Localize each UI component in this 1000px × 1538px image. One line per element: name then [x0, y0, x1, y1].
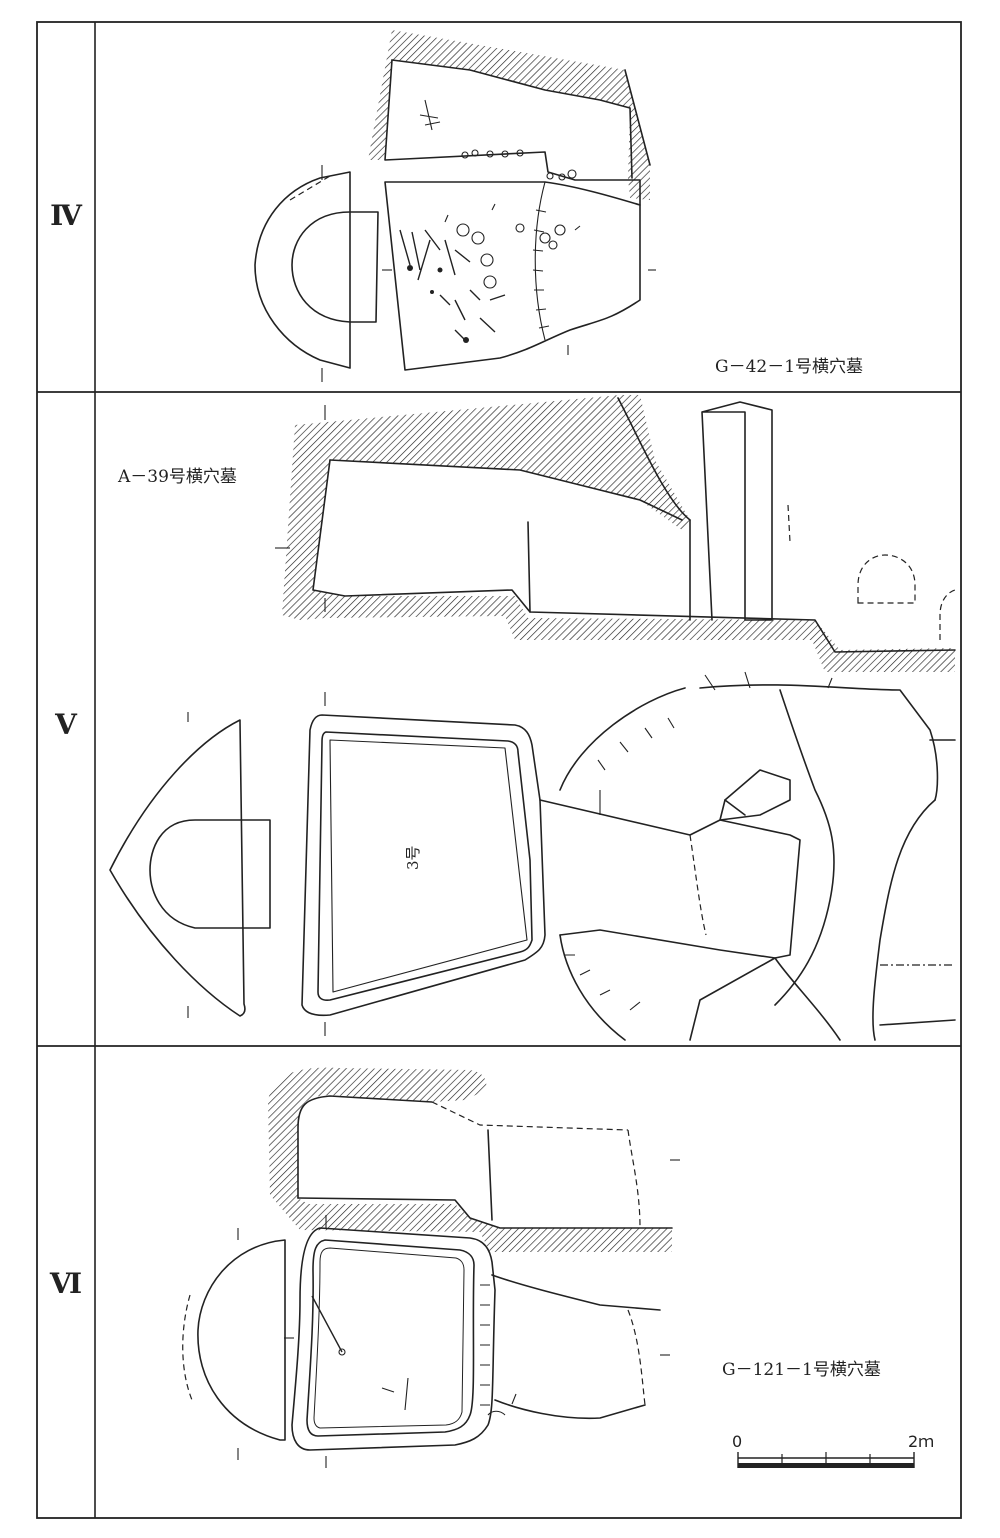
- scale-bar: 0 2ｍ: [732, 1432, 934, 1468]
- section-drawing-iv: [368, 30, 651, 206]
- plate-frame: [36, 21, 962, 1519]
- tomb-label-v: A－39号横穴墓: [117, 467, 237, 487]
- elevation-drawing-vi: [182, 1228, 286, 1460]
- panel-numeral-v: Ⅴ: [54, 708, 78, 741]
- tomb-plan-iv: G－42－1号横穴墓: [254, 30, 863, 382]
- section-drawing-v: [275, 395, 956, 672]
- tomb-label-vi: G－121－1号横穴墓: [722, 1360, 881, 1380]
- finds-cluster: [461, 149, 577, 181]
- panel-numeral-vi: Ⅵ: [49, 1267, 82, 1300]
- chamber-label-v: 3号: [404, 845, 422, 870]
- scale-label-start: 0: [732, 1432, 742, 1451]
- tomb-label-iv: G－42－1号横穴墓: [715, 357, 863, 377]
- elevation-drawing-iv: [254, 165, 379, 382]
- plan-drawing-iv: [382, 181, 656, 371]
- plan-drawing-vi: [284, 1215, 670, 1468]
- tomb-plan-v: A－39号横穴墓: [109, 395, 956, 1041]
- section-drawing-vi: [268, 1067, 680, 1252]
- skeletal-remains: [399, 203, 581, 343]
- scale-label-end: 2ｍ: [908, 1432, 934, 1451]
- plan-drawing-v: 3号: [301, 671, 956, 1041]
- panel-numeral-iv: Ⅳ: [50, 199, 83, 232]
- elevation-drawing-v: [109, 712, 271, 1018]
- tomb-plan-vi: G－121－1号横穴墓: [182, 1067, 881, 1468]
